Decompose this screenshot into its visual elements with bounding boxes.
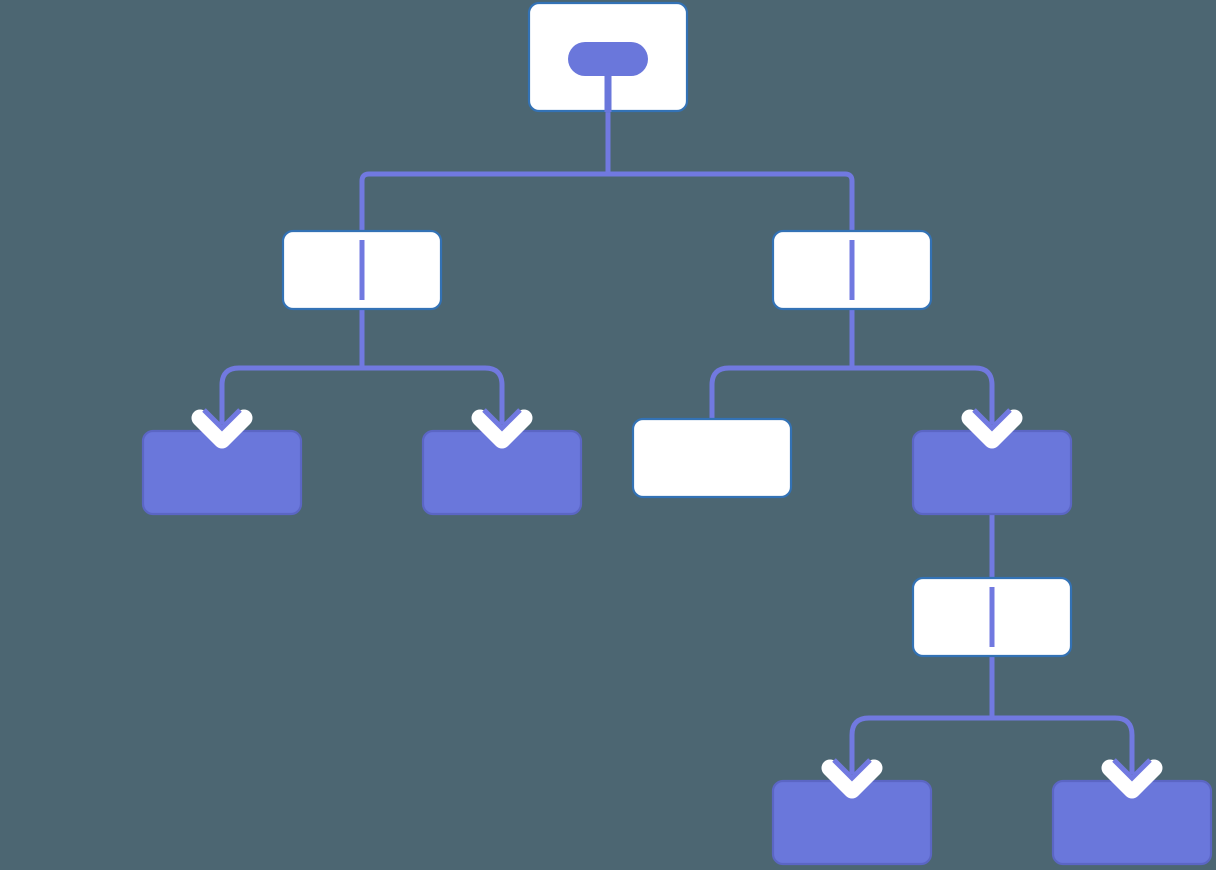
- edge-n1-to-n4: [362, 365, 505, 424]
- arrowhead-n4: [471, 408, 533, 449]
- edge-root-to-left: [608, 171, 855, 320]
- edge-n2-to-n5: [709, 365, 852, 418]
- node-n0[interactable]: [527, 1, 689, 113]
- node-n5[interactable]: [631, 417, 793, 499]
- edge-n7-to-n8: [849, 715, 992, 774]
- arrowhead-n6: [961, 408, 1023, 449]
- edge-n7-to-n9: [992, 715, 1135, 774]
- edge-n2-to-n6: [852, 365, 995, 424]
- arrowhead-n8: [821, 758, 883, 799]
- edge-root-to-right: [359, 171, 608, 320]
- edge-layer: [219, 108, 1135, 774]
- node-layer: [141, 1, 1213, 866]
- arrowhead-n3: [191, 408, 253, 449]
- edge-n1-to-n3: [219, 365, 362, 424]
- node-n0-pill: [568, 42, 648, 76]
- arrowhead-n9: [1101, 758, 1163, 799]
- arrowhead-layer: [191, 408, 1163, 799]
